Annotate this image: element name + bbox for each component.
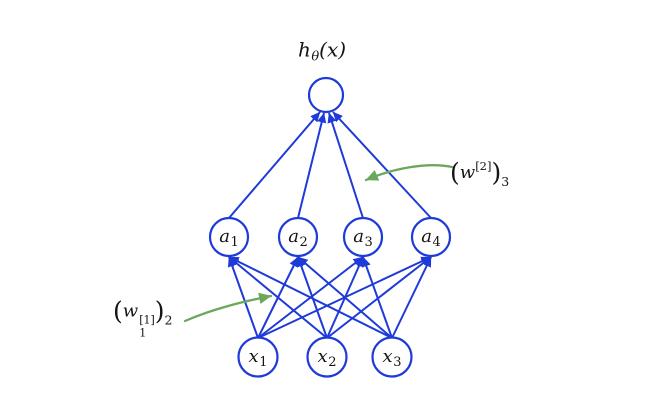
close-paren: ) [154, 296, 165, 326]
output-node [307, 76, 345, 114]
input-node-label-x1: x1 [249, 346, 268, 370]
hidden-node-a4 [410, 216, 452, 258]
input-node-x2 [306, 336, 348, 378]
layer1-weight-arrow [183, 292, 273, 323]
node-subscript: 2 [299, 235, 308, 250]
node-symbol: a [421, 226, 432, 247]
hidden-node-label-a3: a3 [353, 226, 373, 250]
input-node-label-x2: x2 [318, 346, 337, 370]
h-symbol: h [297, 37, 311, 62]
hidden-node-label-a4: a4 [421, 226, 441, 250]
node-subscript: 4 [432, 235, 441, 250]
layer-superscript: [1] [139, 313, 155, 327]
node-subscript: 1 [230, 235, 239, 250]
edges-input-to-hidden [227, 256, 432, 339]
annotation-arrows [183, 164, 454, 323]
hidden-node-a2 [277, 216, 319, 258]
input-node-x1 [237, 336, 279, 378]
node-symbol: x [382, 346, 393, 367]
node-subscript: 3 [393, 355, 402, 370]
node-subscript: 2 [328, 355, 337, 370]
node-symbol: a [288, 226, 299, 247]
layer2-weight-annotation: (w[2])3 [450, 159, 509, 189]
layer2-weight-arrow [364, 164, 454, 182]
node-subscript: 1 [259, 355, 268, 370]
open-paren: ( [113, 296, 123, 326]
node-symbol: x [317, 346, 328, 367]
open-paren: ( [450, 158, 460, 187]
row-subscript: 1 [139, 326, 147, 339]
node-symbol: a [219, 226, 230, 247]
edges-hidden-to-output [228, 111, 432, 219]
hidden-node-label-a1: a1 [219, 226, 239, 250]
sub-sup-stack: [1]1 [139, 314, 155, 339]
of-x: (x) [319, 37, 347, 62]
node-subscript: 3 [364, 235, 373, 250]
component-subscript: 3 [501, 174, 510, 189]
node-symbol: a [353, 226, 364, 247]
hidden-node-label-a2: a2 [288, 226, 308, 250]
w-symbol: w [459, 162, 476, 183]
layer1-weight-annotation: (w[1]1)2 [113, 298, 173, 339]
component-subscript: 2 [164, 312, 173, 328]
output-function-label: hθ(x) [298, 38, 346, 65]
close-paren: ) [491, 158, 502, 187]
node-symbol: x [248, 346, 259, 367]
hidden-node-a1 [208, 216, 250, 258]
w-symbol: w [122, 300, 139, 322]
theta-subscript: θ [311, 49, 320, 65]
input-node-x3 [371, 336, 413, 378]
input-node-label-x3: x3 [383, 346, 402, 370]
hidden-node-a3 [342, 216, 384, 258]
layer-superscript: [2] [475, 159, 492, 173]
nodes [208, 76, 452, 378]
